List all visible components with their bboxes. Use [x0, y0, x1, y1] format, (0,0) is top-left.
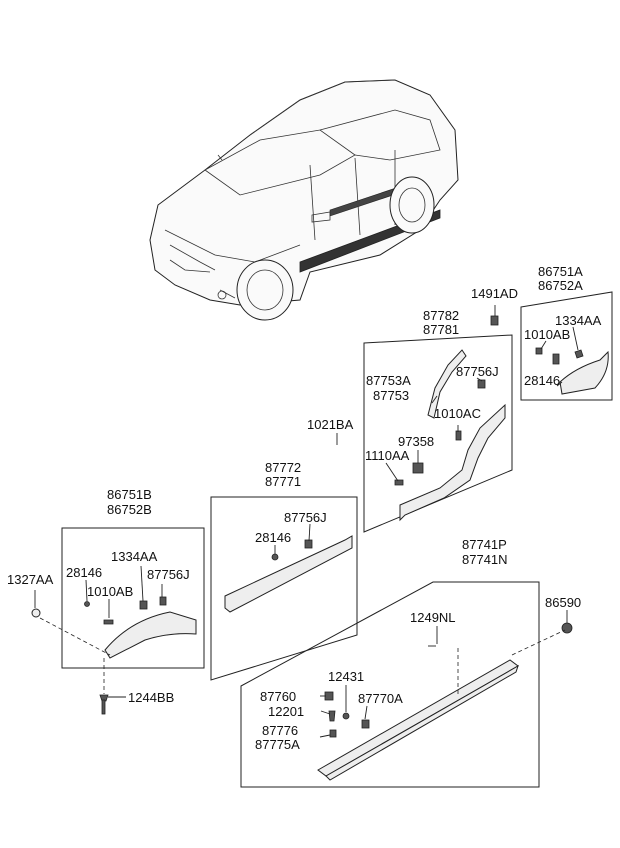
label-86752A: 86752A — [538, 278, 583, 293]
label-87760: 87760 — [260, 689, 296, 704]
label-1010AC: 1010AC — [434, 406, 481, 421]
front-door-molding-parts — [224, 535, 353, 613]
label-1021BA: 1021BA — [307, 417, 354, 432]
label-1244BB: 1244BB — [128, 690, 174, 705]
label-87781: 87781 — [423, 322, 459, 337]
box-front-door-molding — [210, 496, 358, 681]
label-28146-mid: 28146 — [255, 530, 291, 545]
label-1110AA: 1110AA — [365, 448, 410, 463]
label-1010AB-rear: 1010AB — [524, 327, 570, 342]
label-12201: 12201 — [268, 704, 304, 719]
label-87772: 87772 — [265, 460, 301, 475]
label-87770A: 87770A — [358, 691, 403, 706]
label-87771: 87771 — [265, 474, 301, 489]
leader-lines — [34, 305, 579, 738]
box-side-sill-molding — [240, 581, 540, 788]
label-1249NL: 1249NL — [410, 610, 456, 625]
label-87741N: 87741N — [462, 552, 508, 567]
label-86751A: 86751A — [538, 264, 583, 279]
label-1010AB-front: 1010AB — [87, 584, 133, 599]
label-97358: 97358 — [398, 434, 434, 449]
label-86752B: 86752B — [107, 502, 152, 517]
label-87741P: 87741P — [462, 537, 507, 552]
label-12431: 12431 — [328, 669, 364, 684]
label-87776: 87776 — [262, 723, 298, 738]
side-sill-molding-parts — [317, 622, 573, 781]
label-87756J-mid: 87756J — [284, 510, 327, 525]
vehicle-illustration — [149, 79, 459, 321]
box-rear-fender-molding — [520, 291, 613, 401]
box-rear-door-molding — [363, 334, 513, 533]
label-87756J-rear: 87756J — [456, 364, 499, 379]
rear-door-molding-parts — [394, 349, 506, 522]
label-86590: 86590 — [545, 595, 581, 610]
box-front-fender-molding — [61, 527, 205, 669]
label-1491AD: 1491AD — [471, 286, 518, 301]
label-87775A: 87775A — [255, 737, 300, 752]
label-1334AA-front: 1334AA — [111, 549, 158, 564]
label-86751B: 86751B — [107, 487, 152, 502]
rear-fender-molding-parts — [490, 315, 609, 395]
label-87782: 87782 — [423, 308, 459, 323]
part-number-labels: 86751A 86752A 1491AD 87782 87781 1334AA … — [7, 264, 602, 752]
label-28146-front: 28146 — [66, 565, 102, 580]
label-87756J-front: 87756J — [147, 567, 190, 582]
label-1334AA-rear: 1334AA — [555, 313, 602, 328]
label-87753: 87753 — [373, 388, 409, 403]
front-fender-molding-parts — [31, 596, 197, 715]
label-87753A: 87753A — [366, 373, 411, 388]
label-1327AA: 1327AA — [7, 572, 54, 587]
label-28146-rear: 28146 — [524, 373, 560, 388]
